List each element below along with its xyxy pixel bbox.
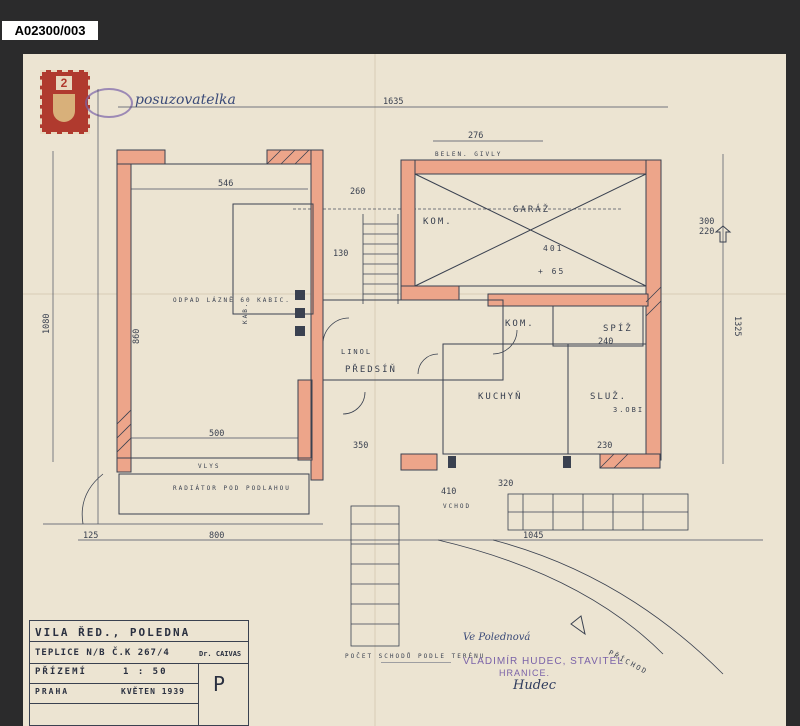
dim-left-height: 1080 <box>42 314 52 334</box>
room-pantry: SPÍŽ <box>603 322 633 334</box>
signature-middle: Ve Polednová <box>463 632 531 643</box>
title-block-date: KVĚTEN 1939 <box>121 687 185 696</box>
room-maid-sub: 3.OBI <box>613 406 644 414</box>
dim-stair-130: 130 <box>333 249 348 259</box>
note-vlys: VLYS <box>198 463 220 470</box>
dim-410: 410 <box>441 487 456 497</box>
title-block-title: VILA ŘED., POLEDNA <box>35 626 191 639</box>
archive-id-label: A02300/003 <box>2 21 98 40</box>
signature-top-left: posuzovatelka <box>135 92 236 108</box>
builder-signature: Hudec <box>513 678 557 693</box>
room-garage-area: 401 <box>543 244 563 253</box>
room-garage: GARÁŽ <box>513 203 550 215</box>
dim-overall-width: 1635 <box>383 97 403 107</box>
title-block-scale: 1 : 50 <box>123 667 168 677</box>
title-block-city: PRAHA <box>35 687 70 696</box>
title-block-type: PŘÍZEMÍ <box>35 667 87 677</box>
room-linol: LINOL <box>341 348 372 356</box>
dim-inner-860: 860 <box>132 329 142 344</box>
dim-right-220: 220 <box>699 227 714 237</box>
dim-bottom-500: 500 <box>209 429 224 439</box>
room-kom-upper: KOM. <box>423 217 453 227</box>
room-garage-height: + 65 <box>538 267 565 276</box>
dim-stair-260: 260 <box>350 187 365 197</box>
dim-top-276: 276 <box>468 131 483 141</box>
builder-name: VLADIMÍR HUDEC, STAVITEL <box>463 656 624 667</box>
title-block-owner: Dr. CAIVAS <box>199 650 242 658</box>
dim-320: 320 <box>498 479 513 489</box>
coat-of-arms-icon <box>53 94 75 122</box>
dim-right-1325: 1325 <box>732 316 742 336</box>
dim-right-300: 300 <box>699 217 714 227</box>
title-block-sheet: P <box>213 672 226 696</box>
dim-bottom-1045: 1045 <box>523 531 543 541</box>
note-hot-water: ODPAD LÁZNĚ 60 KABIC. <box>173 296 291 304</box>
builder-city: HRANICE. <box>499 668 551 678</box>
dim-240: 240 <box>598 337 613 347</box>
room-maid: SLUŽ. <box>590 390 627 402</box>
note-beton: BELEN. GIVLY <box>435 151 502 158</box>
tax-stamp-value: 2 <box>56 76 72 90</box>
dim-350: 350 <box>353 441 368 451</box>
tax-stamp: 2 <box>40 70 90 134</box>
dim-bottom-800: 800 <box>209 531 224 541</box>
note-stairs: POČET SCHODŮ PODLE TERÉNU <box>345 652 485 660</box>
dim-bottom-125: 125 <box>83 531 98 541</box>
right-arrow-icon <box>714 225 732 243</box>
floor-plan-drawing: 1635 276 546 1080 860 500 800 1045 125 3… <box>23 54 786 726</box>
north-arrow-icon <box>570 615 586 636</box>
signature-scribble <box>381 640 451 663</box>
note-kab: KAB. <box>242 302 249 324</box>
note-entrance: VCHOD <box>443 503 471 510</box>
dim-230: 230 <box>597 441 612 451</box>
blueprint-sheet: 2 posuzovatelka <box>23 54 786 726</box>
dim-left-546: 546 <box>218 179 233 189</box>
room-kitchen: KUCHYŇ <box>478 390 523 402</box>
circle-stamp <box>85 88 133 118</box>
title-block-location: TEPLICE N/B Č.K 267/4 <box>35 648 170 658</box>
room-kom-lower: KOM. <box>505 319 535 329</box>
room-hall: PŘEDSÍŇ <box>345 363 397 375</box>
note-radiator: RADIÁTOR POD PODLAHOU <box>173 485 291 492</box>
